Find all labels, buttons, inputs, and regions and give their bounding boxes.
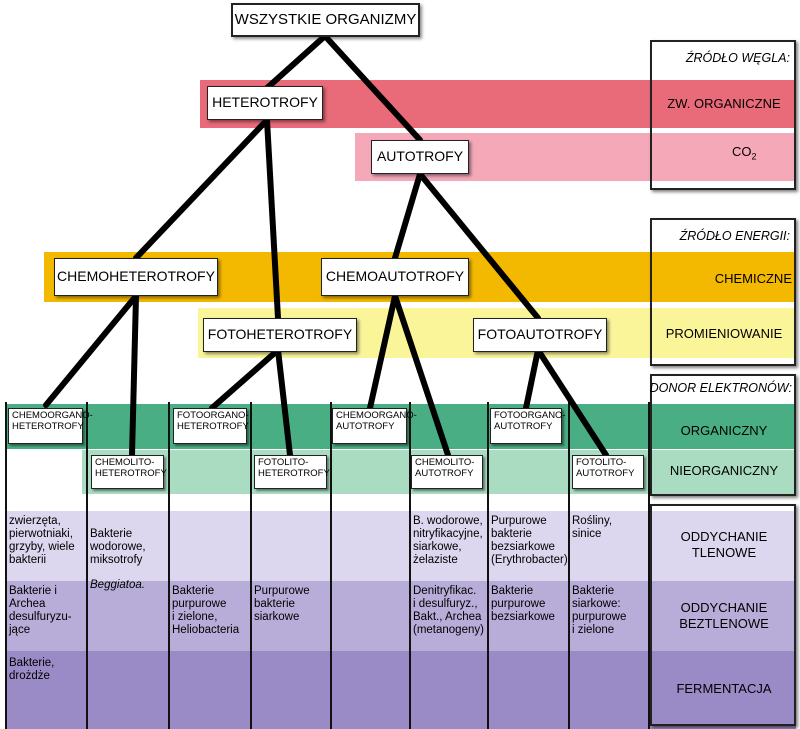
legend-carbon-header: ŹRÓDŁO WĘGLA: xyxy=(685,51,790,65)
legend-carbon-co2-text: CO xyxy=(732,144,752,159)
legend-energy-frame xyxy=(650,218,796,366)
cell-anaerobic-col6: Denitryfikac. i desulfuryz., Bakt., Arch… xyxy=(413,585,484,636)
cell-anaerobic-col1: Bakterie i Archea desulfuryzu- jące xyxy=(9,585,72,636)
node-photolithoautotrophs: FOTOLITO- AUTOTROFY xyxy=(572,455,644,489)
column-divider xyxy=(86,402,88,729)
legend-energy-chemical: CHEMICZNE xyxy=(714,271,792,286)
node-chemolithoautotrophs: CHEMOLITO- AUTOTROFY xyxy=(411,455,483,489)
node-photoautotrophs: FOTOAUTOTROFY xyxy=(473,318,607,352)
band-anaerobic xyxy=(5,581,796,651)
cell-fermentation-col1: Bakterie, drożdże xyxy=(9,657,55,682)
node-chemoheterotrophs: CHEMOHETEROTROFY xyxy=(54,258,218,296)
cell-aerobic-col2-text: Bakterie wodorowe, miksotrofy xyxy=(90,527,146,566)
legend-resp-aerobic: ODDYCHANIE TLENOWE xyxy=(680,529,768,561)
node-chemolithoheterotrophs: CHEMOLITO- HETEROTROFY xyxy=(91,455,167,489)
legend-metabolism-frame xyxy=(650,504,796,726)
cell-anaerobic-col8: Bakterie siarkowe: purpurowe i zielone xyxy=(572,585,627,636)
column-divider xyxy=(409,402,411,729)
band-aerobic xyxy=(5,511,796,581)
node-chemoorganoheterotrophs: CHEMOORGANO- HETEROTROFY xyxy=(8,408,93,444)
node-photoorganoheterotrophs: FOTOORGANO- HETEROTROFY xyxy=(173,408,249,444)
node-chemoautotrophs: CHEMOAUTOTROFY xyxy=(321,258,469,296)
cell-anaerobic-col3: Bakterie purpurowe i zielone, Heliobacte… xyxy=(172,585,240,636)
legend-energy-light: PROMIENIOWANIE xyxy=(665,326,783,341)
cell-aerobic-col8: Rośliny, sinice xyxy=(572,515,613,540)
node-photoorganoautotrophs: FOTOORGANO- AUTOTROFY xyxy=(490,408,566,444)
cell-anaerobic-col4: Purpurowe bakterie siarkowe xyxy=(254,585,310,623)
legend-carbon-co2-subscript: 2 xyxy=(751,151,757,162)
column-divider xyxy=(5,402,7,729)
legend-fermentation: FERMENTACJA xyxy=(676,681,772,696)
band-fermentation xyxy=(5,651,796,729)
cell-aerobic-col2: Bakterie wodorowe, miksotrofy Beggiatoa. xyxy=(87,513,168,594)
column-divider xyxy=(168,402,170,729)
legend-donor-header: DONOR ELEKTRONÓW: xyxy=(649,381,792,395)
column-divider xyxy=(330,402,332,729)
cell-aerobic-col1: zwierzęta, pierwotniaki, grzyby, wiele b… xyxy=(9,515,75,566)
legend-donor-inorganic: NIEORGANICZNY xyxy=(669,463,779,478)
column-divider xyxy=(648,402,650,729)
column-divider xyxy=(487,402,489,729)
legend-donor-frame xyxy=(650,374,796,496)
cell-aerobic-col6: B. wodorowe, nitryfikacyjne, siarkowe, ż… xyxy=(413,515,483,566)
node-photolithoheterotrophs: FOTOLITO- HETEROTROFY xyxy=(254,455,330,489)
node-all-organisms: WSZYSTKIE ORGANIZMY xyxy=(231,3,420,37)
column-divider xyxy=(568,402,570,729)
cell-aerobic-col2-italic: Beggiatoa. xyxy=(90,579,145,592)
cell-anaerobic-col7: Bakterie purpurowe bezsiarkowe xyxy=(491,585,555,623)
node-autotrophs: AUTOTROFY xyxy=(371,140,469,174)
legend-carbon-organic: ZW. ORGANICZNE xyxy=(667,96,781,111)
legend-carbon-frame xyxy=(650,40,796,190)
node-chemoorganoautotrophs: CHEMOORGANO- AUTOTROFY xyxy=(332,408,417,444)
node-heterotrophs: HETEROTROFY xyxy=(207,86,323,120)
legend-donor-organic: ORGANICZNY xyxy=(680,423,768,438)
legend-energy-header: ŹRÓDŁO ENERGII: xyxy=(679,229,790,243)
cell-aerobic-col7: Purpurowe bakterie bezsiarkowe (Erythrob… xyxy=(491,515,568,566)
legend-carbon-co2: CO2 xyxy=(652,144,796,162)
column-divider xyxy=(250,402,252,729)
node-photoheterotrophs: FOTOHETEROTROFY xyxy=(203,318,357,352)
legend-resp-anaerobic: ODDYCHANIE BEZTLENOWE xyxy=(679,600,769,632)
